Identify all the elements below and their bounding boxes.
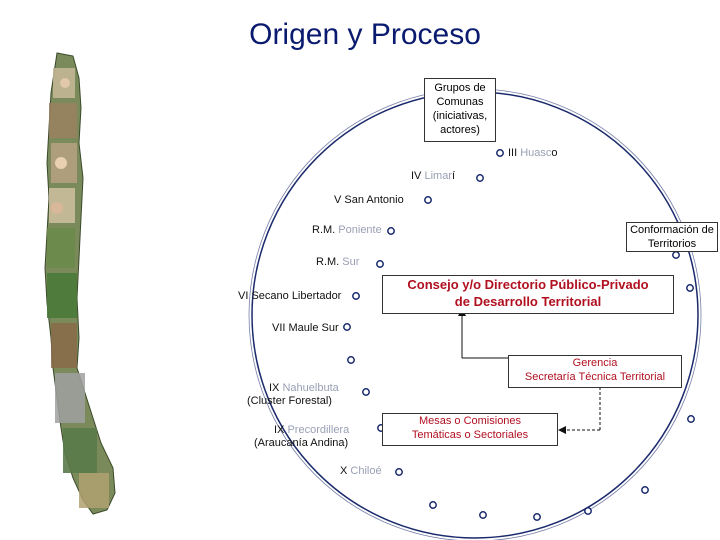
chile-map-icon xyxy=(44,52,116,515)
territory-nahuelbuta: IX Nahuelbuta (Cluster Forestal) xyxy=(247,382,339,407)
circle-node xyxy=(584,507,592,515)
conformacion-box: Conformación de Territorios xyxy=(626,222,718,252)
circle-node xyxy=(641,486,649,494)
mesas-box: Mesas o Comisiones Temáticas o Sectorial… xyxy=(382,413,558,446)
circle-node xyxy=(347,356,355,364)
circle-node xyxy=(476,174,484,182)
territory-huasco: III Huasco xyxy=(508,147,558,159)
circle-node xyxy=(395,468,403,476)
territory-rm-poniente: R.M. Poniente xyxy=(312,224,382,236)
mesas-line-2: Temáticas o Sectoriales xyxy=(411,429,529,441)
consejo-line-1: Consejo y/o Directorio Público-Privado xyxy=(407,277,649,292)
circle-node xyxy=(343,323,351,331)
circle-node xyxy=(479,511,487,519)
circle-node xyxy=(496,149,504,157)
mesas-line-1: Mesas o Comisiones xyxy=(418,415,522,427)
territory-maule-sur: VII Maule Sur xyxy=(272,322,339,334)
groups-line-3: (iniciativas, xyxy=(432,110,488,122)
circle-node xyxy=(686,284,694,292)
groups-box: Grupos de Comunas (iniciativas, actores) xyxy=(424,78,496,142)
conformacion-line-1: Conformación de xyxy=(630,224,714,236)
gerencia-line-2: Secretaría Técnica Territorial xyxy=(524,371,666,383)
groups-line-4: actores) xyxy=(440,124,480,136)
groups-line-2: Comunas xyxy=(436,96,484,108)
territory-san-antonio: V San Antonio xyxy=(334,194,404,206)
arrowhead-left xyxy=(558,426,566,434)
territory-limari: IV Limarí xyxy=(411,170,456,182)
process-circle xyxy=(251,91,699,539)
conformacion-line-2: Territorios xyxy=(647,238,697,250)
circle-node xyxy=(387,227,395,235)
gerencia-box: Gerencia Secretaría Técnica Territorial xyxy=(508,355,682,388)
territory-chiloe: X Chiloé xyxy=(340,465,382,477)
territory-rm-sur: R.M. Sur xyxy=(316,256,360,268)
circle-node xyxy=(687,415,695,423)
circle-node xyxy=(362,388,370,396)
territory-precordillera: IX Precordillera (Araucanía Andina) xyxy=(254,424,350,449)
circle-node xyxy=(352,292,360,300)
circle-node xyxy=(429,501,437,509)
gerencia-line-1: Gerencia xyxy=(572,357,618,369)
circle-node xyxy=(672,251,680,259)
consejo-line-2: de Desarrollo Territorial xyxy=(454,294,602,309)
consejo-box: Consejo y/o Directorio Público-Privado d… xyxy=(382,275,674,314)
territory-secano-libertador: VI Secano Libertador xyxy=(238,290,342,302)
groups-line-1: Grupos de xyxy=(434,82,486,94)
page-title: Origen y Proceso xyxy=(249,18,481,51)
circle-node xyxy=(424,196,432,204)
circle-node xyxy=(376,260,384,268)
circle-node xyxy=(533,513,541,521)
